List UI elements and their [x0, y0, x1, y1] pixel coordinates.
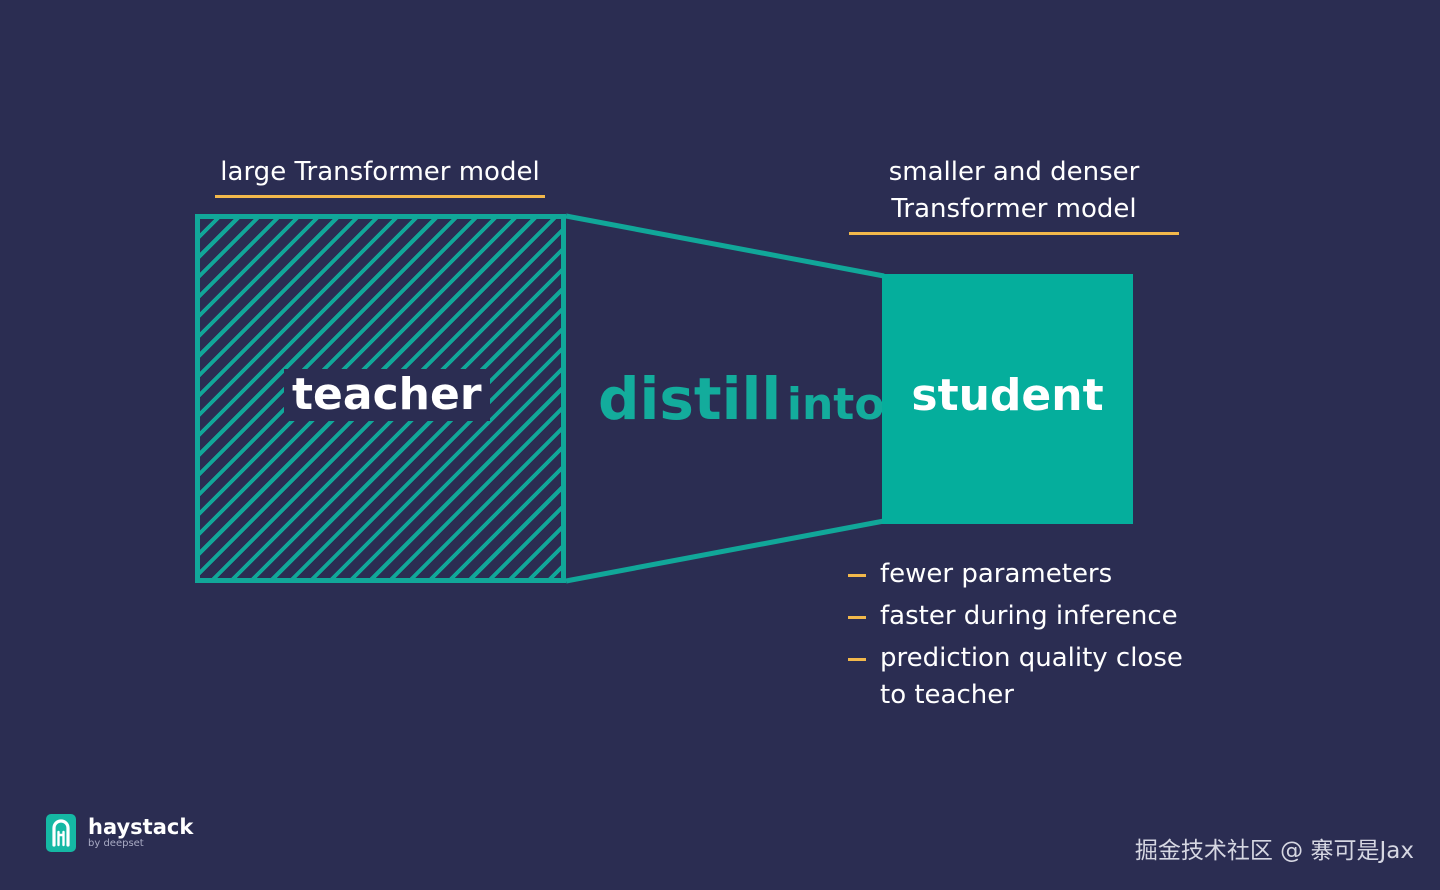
teacher-label: teacher	[284, 369, 490, 421]
dash-icon	[848, 658, 866, 661]
student-model-box	[882, 274, 1133, 524]
benefit-text: faster during inference	[880, 601, 1178, 631]
student-label: student	[911, 370, 1104, 421]
distill-into-label: distill into	[598, 362, 885, 451]
teacher-caption-underline	[215, 195, 545, 198]
dash-icon	[848, 574, 866, 577]
haystack-logo: haystack by deepset	[46, 814, 193, 852]
dash-icon	[848, 616, 866, 619]
student-caption-underline	[849, 232, 1179, 235]
connector-bottom-line	[565, 518, 885, 584]
connector-top-line	[565, 213, 885, 279]
logo-name: haystack	[88, 815, 194, 839]
benefit-item: fewer parameters	[848, 556, 1208, 593]
distill-word: distill	[598, 365, 782, 433]
teacher-caption: large Transformer model	[220, 157, 540, 187]
into-word: into	[786, 379, 885, 430]
haystack-logo-icon	[46, 814, 76, 852]
student-caption-line-1: smaller and denser	[888, 157, 1140, 187]
student-benefits-list: fewer parameters faster during inference…	[848, 556, 1208, 719]
student-caption-line-2: Transformer model	[891, 194, 1137, 224]
benefit-text: fewer parameters	[880, 559, 1113, 589]
student-caption: smaller and denser Transformer model	[849, 154, 1179, 228]
benefit-item: prediction quality close to teacher	[848, 640, 1208, 714]
watermark: 掘金技术社区 @ 寨可是Jax	[1134, 838, 1414, 864]
logo-subtitle: by deepset	[88, 838, 144, 849]
logo-text: haystack by deepset	[88, 816, 193, 850]
benefit-text: prediction quality close to teacher	[880, 643, 1183, 710]
benefit-item: faster during inference	[848, 598, 1208, 635]
